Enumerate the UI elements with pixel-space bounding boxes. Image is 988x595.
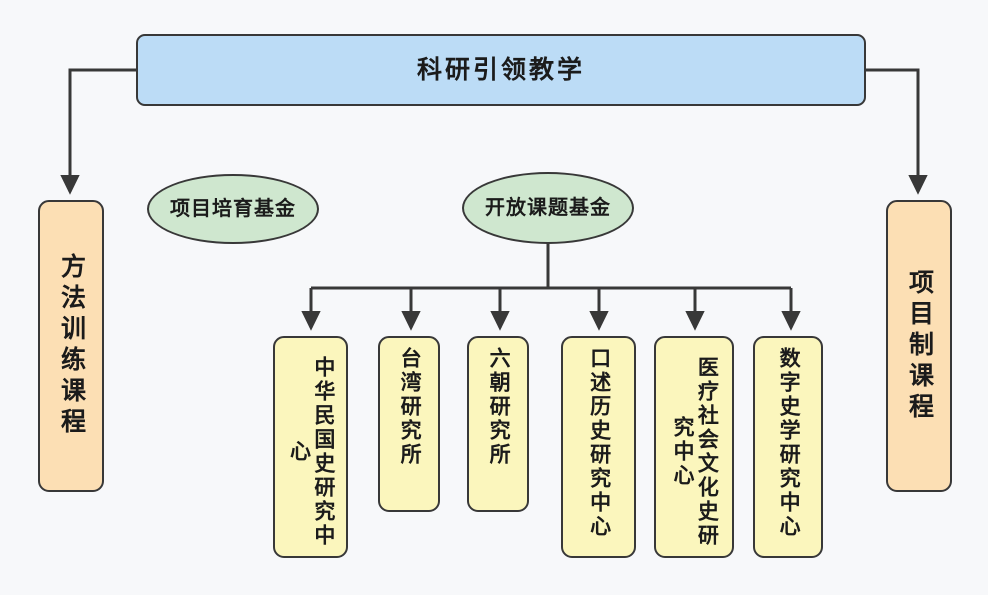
node-fund-open-topic-label: 开放课题基金 — [485, 196, 611, 219]
node-root-research-leads-teaching[interactable]: 科研引领教学 — [136, 34, 866, 106]
node-institute-roc-history-center-label: 中华民国史研究中心 — [287, 355, 335, 548]
node-institute-medical-social-culture-history-center-label: 医疗社会文化史研究中心 — [671, 355, 719, 548]
edge-root-to-project-course — [866, 68, 928, 195]
node-institute-six-dynasties-studies[interactable]: 六朝研究所 — [467, 336, 529, 512]
node-fund-open-topic[interactable]: 开放课题基金 — [462, 172, 634, 244]
node-fund-project-incubation-label: 项目培育基金 — [170, 197, 296, 220]
node-institute-oral-history-center[interactable]: 口述历史研究中心 — [561, 336, 636, 558]
node-root-label: 科研引领教学 — [416, 56, 585, 84]
node-course-project-based-label: 项目制课程 — [905, 268, 934, 424]
node-institute-oral-history-center-label: 口述历史研究中心 — [587, 347, 611, 539]
node-institute-digital-history-center-label: 数字史学研究中心 — [777, 347, 801, 539]
node-institute-taiwan-studies-label: 台湾研究所 — [398, 347, 422, 467]
node-institute-taiwan-studies[interactable]: 台湾研究所 — [378, 336, 440, 512]
node-institute-medical-social-culture-history-center[interactable]: 医疗社会文化史研究中心 — [654, 336, 734, 558]
node-institute-roc-history-center[interactable]: 中华民国史研究中心 — [273, 336, 348, 558]
node-fund-project-incubation[interactable]: 项目培育基金 — [147, 174, 319, 244]
node-course-method-training[interactable]: 方法训练课程 — [38, 200, 104, 492]
node-institute-six-dynasties-studies-label: 六朝研究所 — [487, 347, 511, 467]
node-institute-digital-history-center[interactable]: 数字史学研究中心 — [753, 336, 823, 558]
node-course-method-training-label: 方法训练课程 — [57, 253, 86, 439]
edge-root-to-method-course — [60, 68, 136, 195]
node-course-project-based[interactable]: 项目制课程 — [886, 200, 952, 492]
